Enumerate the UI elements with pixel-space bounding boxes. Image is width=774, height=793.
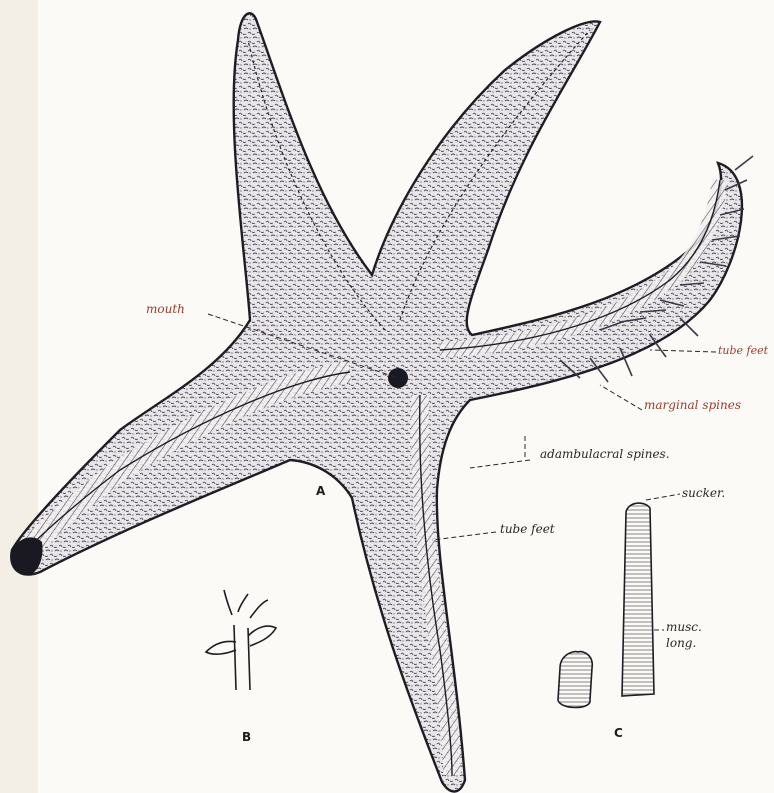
large-tube-foot: [622, 503, 654, 696]
paper-left-shade: [0, 0, 38, 793]
figure-letter-c: C: [614, 726, 623, 740]
label-sucker: sucker.: [682, 486, 725, 500]
small-tube-foot: [558, 652, 592, 708]
figure-letter-a: A: [316, 484, 325, 498]
label-mouth: mouth: [146, 302, 185, 316]
label-marginal-spines: marginal spines: [644, 398, 741, 412]
label-tube-feet-center: tube feet: [500, 522, 555, 536]
label-tube-feet-right: tube feet: [718, 344, 768, 357]
figure-letter-b: B: [242, 730, 251, 744]
label-long: long.: [666, 636, 696, 650]
label-musc: musc.: [666, 620, 702, 634]
label-adambulacral-spines: adambulacral spines.: [540, 447, 670, 461]
